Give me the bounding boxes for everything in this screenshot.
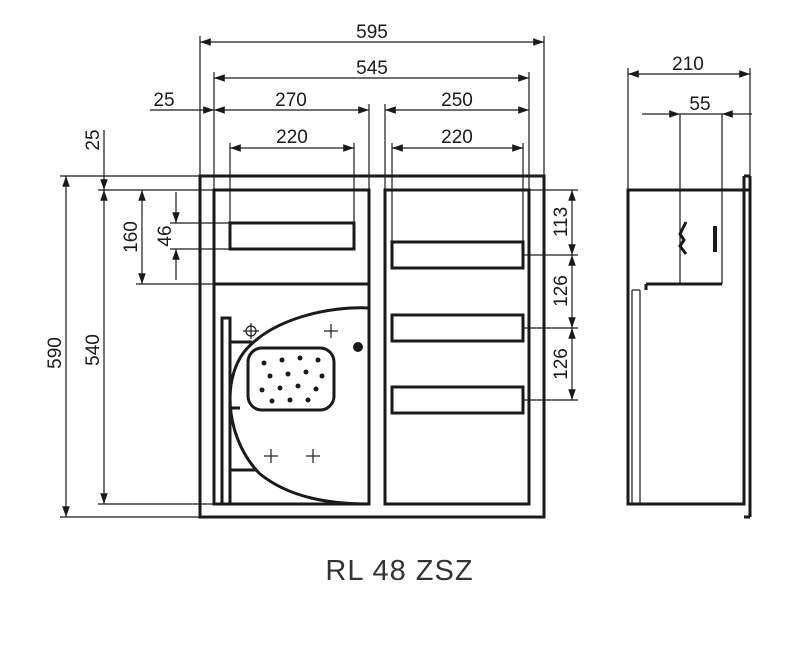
plus-marker-icon	[324, 324, 338, 338]
left-compartment	[212, 188, 371, 506]
dim-side-offset: 25	[153, 90, 174, 111]
side-view	[626, 114, 752, 519]
dim-right-pitch-2: 126	[551, 348, 572, 380]
dim-depth: 210	[672, 54, 704, 75]
left-slot	[228, 221, 356, 251]
dim-right-first: 113	[551, 207, 572, 237]
dim-upper-zone: 160	[121, 221, 142, 253]
vertical-dimensions-right: 113 126 126	[523, 189, 578, 401]
right-slot-3	[390, 385, 525, 415]
handle-icon	[678, 221, 688, 255]
front-view	[198, 174, 546, 519]
horizontal-dimensions: 595 545 25 270 250 220 220	[150, 22, 545, 242]
dim-overall-width: 595	[356, 22, 388, 43]
rotating-tray	[228, 306, 370, 506]
right-slot-1	[390, 240, 525, 270]
perforated-pad	[246, 346, 336, 412]
right-compartment	[383, 188, 531, 506]
dim-right-slot: 220	[441, 127, 473, 148]
drawer-frame	[220, 316, 232, 506]
screw-marker-icon	[243, 323, 259, 339]
dim-left-slot: 220	[276, 127, 308, 148]
dim-inner-width: 545	[356, 58, 388, 79]
handle-slot	[713, 226, 717, 252]
outer-frame	[198, 174, 546, 519]
dim-handle-offset: 55	[689, 94, 710, 115]
plus-marker-icon	[306, 449, 320, 463]
pivot-knob-icon	[353, 342, 363, 352]
model-title: RL 48 ZSZ	[325, 555, 474, 587]
dim-slot-height: 46	[155, 225, 176, 246]
dim-inner-height: 540	[83, 334, 104, 366]
dim-right-section: 250	[441, 90, 473, 111]
dim-top-offset: 25	[83, 129, 104, 150]
dim-right-pitch-1: 126	[551, 275, 572, 307]
plus-marker-icon	[264, 449, 278, 463]
side-body	[626, 188, 746, 506]
side-dimensions: 210 55	[627, 54, 752, 190]
dim-overall-height: 590	[45, 337, 66, 369]
right-slot-2	[390, 313, 525, 343]
dim-left-section: 270	[275, 90, 307, 111]
vertical-dimensions-left: 25 590 540 160 46	[45, 129, 230, 518]
pad-perforations	[259, 355, 325, 404]
